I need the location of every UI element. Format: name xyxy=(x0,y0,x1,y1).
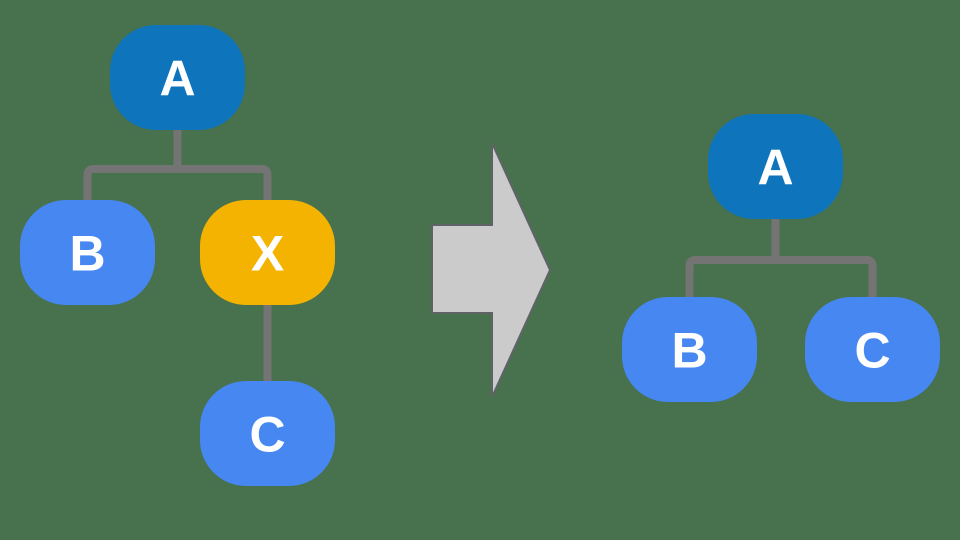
node-before-a xyxy=(110,25,245,130)
node-after-b xyxy=(622,297,757,402)
node-label-before-c: C xyxy=(249,406,285,462)
node-label-after-b: B xyxy=(671,322,707,378)
node-label-after-a: A xyxy=(757,139,793,195)
node-before-c xyxy=(200,381,335,486)
edge-before-branches xyxy=(83,165,272,203)
node-after-c xyxy=(805,297,940,402)
node-before-x xyxy=(200,200,335,305)
node-label-after-c: C xyxy=(854,322,890,378)
node-label-before-x: X xyxy=(251,225,284,281)
node-before-b xyxy=(20,200,155,305)
edge-after-branches xyxy=(685,256,877,300)
node-label-before-a: A xyxy=(159,50,195,106)
transform-arrow-icon xyxy=(431,142,552,398)
node-after-a xyxy=(708,114,843,219)
node-label-before-b: B xyxy=(69,225,105,281)
